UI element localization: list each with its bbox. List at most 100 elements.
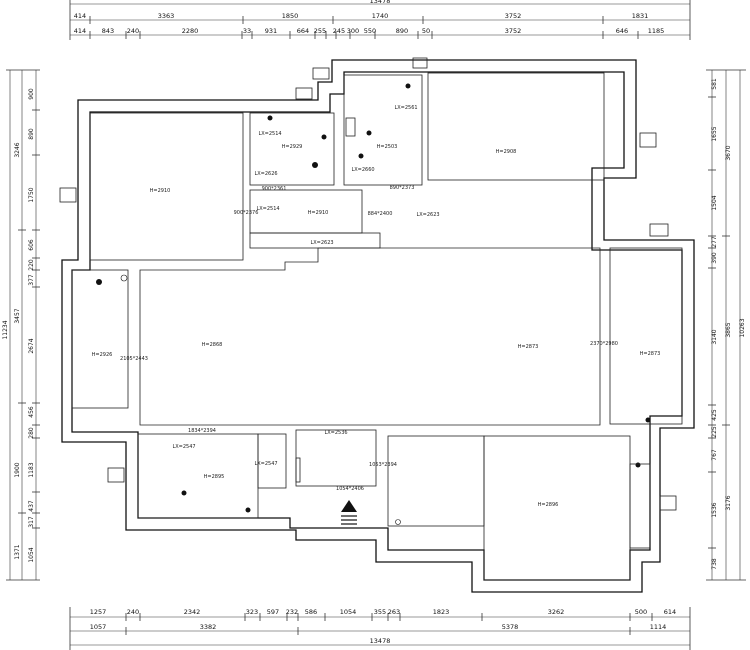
right-dim: 3670: [725, 145, 732, 160]
sink-icon: [345, 117, 356, 137]
top-dim: 3363: [158, 12, 175, 20]
beam-labels: LX=2514 LX=2626 LX=2514 LX=2623 LX=2660 …: [172, 105, 439, 467]
light-icon: [635, 462, 641, 468]
left-dim: 317: [28, 516, 35, 528]
left-dim: 456: [28, 406, 35, 418]
outlet-icon: [639, 132, 657, 148]
top-dim: 33: [243, 27, 251, 35]
opening-size-label: 1053*2394: [369, 462, 397, 468]
top-dim: 664: [297, 27, 309, 35]
opening-size-label: 900*2376: [234, 210, 259, 216]
left-dim: 280: [28, 427, 35, 439]
room-height-label: H=2929: [282, 144, 303, 150]
left-dim: 3246: [14, 142, 21, 157]
room-height-label: H=2895: [204, 474, 225, 480]
opening-size-label: 1054*2406: [336, 486, 364, 492]
light-icon: [405, 83, 411, 89]
beam-label: LX=2536: [324, 430, 347, 436]
beam-label: LX=2547: [172, 444, 195, 450]
bottom-dim: 597: [267, 608, 279, 616]
left-dim: 3457: [14, 308, 21, 323]
bottom-dim: 3382: [200, 623, 217, 631]
left-dim: 437: [28, 500, 35, 512]
bottom-dim: 1054: [340, 608, 357, 616]
right-dim: 1504: [711, 195, 718, 210]
bottom-dim: 323: [246, 608, 258, 616]
bottom-dimensions: 1257 240 2342 323 597 232 586 1054 355 2…: [69, 607, 691, 650]
beam-label: LX=2660: [351, 167, 374, 173]
room-height-label: H=2908: [496, 149, 517, 155]
light-icon: [395, 519, 401, 525]
left-dim: 606: [28, 239, 35, 251]
top-dim: 300: [347, 27, 359, 35]
opening-size-label: 2370*2980: [590, 341, 618, 347]
bottom-dim: 1823: [433, 608, 450, 616]
fixtures: [59, 57, 677, 549]
right-dim: 3176: [725, 495, 732, 510]
beam-label: LX=2514: [256, 206, 279, 212]
beam-label: LX=2547: [254, 461, 277, 467]
opening-size-label: 900*2361: [262, 186, 287, 192]
beam-label: LX=2514: [258, 131, 281, 137]
top-dimensions: 13478 414 3363 1850 1740 3752 1831 414 8…: [69, 0, 691, 40]
right-dim: 425: [711, 409, 718, 421]
light-icon: [312, 162, 318, 168]
opening-size-label: 2105*2443: [120, 356, 148, 362]
light-icon: [366, 130, 372, 136]
light-icon: [358, 153, 364, 159]
right-dim: 3140: [711, 329, 718, 344]
bottom-dim: 263: [388, 608, 400, 616]
top-dim: 1740: [372, 12, 389, 20]
right-total-dim: 10263: [739, 318, 746, 337]
outlet-icon: [412, 57, 428, 69]
bottom-dim: 1114: [650, 623, 667, 631]
outlet-icon: [107, 467, 125, 483]
bottom-dim: 1057: [90, 623, 107, 631]
left-dim: 220: [28, 259, 35, 271]
opening-size-label: 890*2373: [390, 185, 415, 191]
light-icon: [96, 279, 102, 285]
top-total-dim: 13478: [370, 0, 391, 5]
top-dim: 3752: [505, 12, 522, 20]
bottom-dim: 500: [635, 608, 647, 616]
top-dim: 1831: [632, 12, 649, 20]
right-dimensions: 581 1655 1504 277 390 3140 425 225 767 1…: [706, 69, 746, 581]
light-icon: [645, 417, 651, 423]
bottom-dim: 355: [374, 608, 386, 616]
top-dim: 414: [74, 12, 86, 20]
room-height-label: H=2910: [150, 188, 171, 194]
bottom-dim: 240: [127, 608, 139, 616]
bottom-dim: 614: [664, 608, 676, 616]
top-dim: 646: [616, 27, 628, 35]
room-height-label: H=2503: [377, 144, 398, 150]
top-dim: 240: [127, 27, 139, 35]
room-height-label: H=2873: [518, 344, 539, 350]
right-dim: 581: [711, 78, 718, 90]
right-dim: 1536: [711, 502, 718, 517]
left-dim: 1371: [14, 544, 21, 559]
right-dim: 390: [711, 252, 718, 264]
left-dim: 2674: [28, 338, 35, 353]
left-dim: 890: [28, 128, 35, 140]
right-dim: 767: [711, 449, 718, 461]
top-dim: 2280: [182, 27, 199, 35]
top-dim: 3752: [505, 27, 522, 35]
top-dim: 255: [314, 27, 326, 35]
top-dim: 843: [102, 27, 114, 35]
opening-size-label: 1834*2394: [188, 428, 216, 434]
bottom-dim: 3262: [548, 608, 565, 616]
outlet-icon: [659, 495, 677, 511]
right-dim: 277: [711, 236, 718, 248]
left-dim: 377: [28, 274, 35, 286]
right-dim: 1655: [711, 126, 718, 141]
beam-label: LX=2626: [254, 171, 277, 177]
right-dim: 225: [711, 426, 718, 438]
light-icon: [321, 134, 327, 140]
light-icon: [245, 507, 251, 513]
left-dim: 900: [28, 88, 35, 100]
light-icon: [267, 115, 273, 121]
room-height-label: H=2873: [640, 351, 661, 357]
outlet-icon: [312, 67, 330, 80]
top-dim: 550: [364, 27, 376, 35]
wardrobe: [629, 463, 651, 549]
